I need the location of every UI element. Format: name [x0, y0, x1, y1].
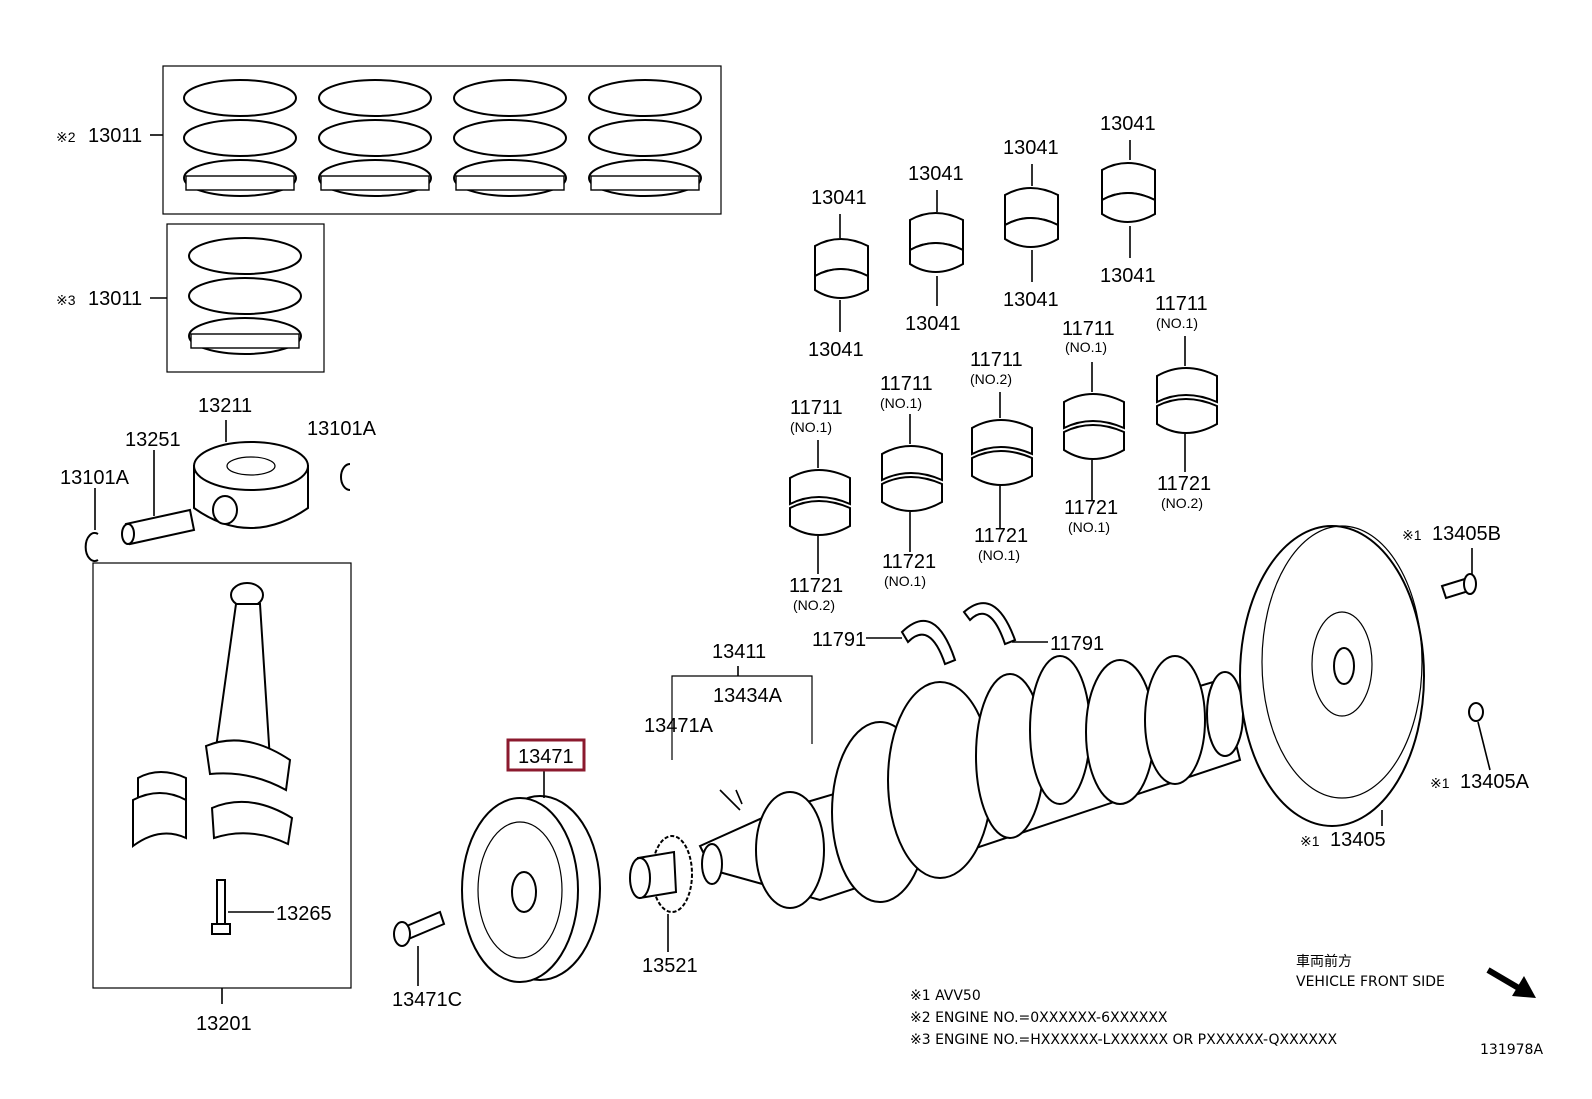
label-11711-4-no: (NO.1): [1065, 339, 1107, 355]
label-11721-3-no: (NO.1): [978, 547, 1020, 563]
note-1: ※1 AVV50: [910, 988, 981, 1004]
label-11711-3-no: (NO.2): [970, 371, 1012, 387]
mark-2: ※2: [56, 129, 76, 145]
label-13041-3a[interactable]: 13041: [1003, 137, 1059, 159]
mark-1-flywheel: ※1: [1300, 833, 1320, 849]
flywheel-bolt[interactable]: [1440, 548, 1477, 600]
main-bearings[interactable]: [789, 336, 1218, 574]
label-13405[interactable]: 13405: [1330, 829, 1386, 851]
label-13211[interactable]: 13211: [198, 395, 252, 417]
label-11711-5-no: (NO.1): [1156, 315, 1198, 331]
label-13041-3b[interactable]: 13041: [1003, 289, 1059, 311]
label-11711-1-no: (NO.1): [790, 419, 832, 435]
label-11711-5[interactable]: 11711: [1155, 293, 1208, 315]
label-13405B[interactable]: 13405B: [1432, 523, 1501, 545]
pulley-bolt[interactable]: [393, 910, 446, 986]
flywheel-pin[interactable]: [1468, 702, 1491, 771]
label-11721-2[interactable]: 11721: [882, 551, 936, 573]
direction-jp: 車両前方: [1296, 953, 1352, 970]
rod-bearings[interactable]: [814, 140, 1156, 332]
piston-rings-set-2[interactable]: [150, 65, 722, 215]
crankshaft[interactable]: [671, 655, 1244, 909]
label-11791-right[interactable]: 11791: [1050, 633, 1104, 655]
label-11711-3[interactable]: 11711: [970, 349, 1023, 371]
piston[interactable]: [193, 420, 309, 529]
label-13405A[interactable]: 13405A: [1460, 771, 1530, 793]
label-13471C[interactable]: 13471C: [392, 989, 462, 1011]
label-13041-1b[interactable]: 13041: [808, 339, 864, 361]
label-11721-2-no: (NO.1): [884, 573, 926, 589]
label-13041-4a[interactable]: 13041: [1100, 113, 1156, 135]
label-13101A-left[interactable]: 13101A: [60, 467, 130, 489]
label-11721-3[interactable]: 11721: [974, 525, 1028, 547]
label-13201[interactable]: 13201: [196, 1013, 252, 1035]
label-13434A[interactable]: 13434A: [713, 685, 783, 707]
note-3: ※3 ENGINE NO.=HXXXXXX-LXXXXXX OR PXXXXXX…: [910, 1032, 1338, 1048]
thrust-washers[interactable]: [866, 602, 1048, 666]
diagram-code: 131978A: [1480, 1042, 1543, 1058]
piston-rings-set-3[interactable]: [150, 223, 325, 373]
label-11721-5[interactable]: 11721: [1157, 473, 1211, 495]
label-11721-1-no: (NO.2): [793, 597, 835, 613]
label-13265[interactable]: 13265: [276, 903, 332, 925]
label-11721-1[interactable]: 11721: [789, 575, 843, 597]
label-11711-2-no: (NO.1): [880, 395, 922, 411]
label-13041-1a[interactable]: 13041: [811, 187, 867, 209]
label-13471[interactable]: 13471: [518, 746, 574, 768]
arrow-down-right-icon: [1486, 967, 1536, 998]
label-13521[interactable]: 13521: [642, 955, 698, 977]
crankshaft-pulley[interactable]: [461, 770, 601, 983]
mark-1-bolt: ※1: [1402, 527, 1422, 543]
label-11711-2[interactable]: 11711: [880, 373, 933, 395]
connecting-rod-assembly[interactable]: [92, 562, 352, 1004]
highlight-box: [506, 738, 586, 772]
flywheel[interactable]: [1239, 525, 1425, 827]
mark-3: ※3: [56, 292, 76, 308]
label-13101A-right[interactable]: 13101A: [307, 418, 377, 440]
label-11791-left[interactable]: 11791: [812, 629, 866, 651]
label-13471A[interactable]: 13471A: [644, 715, 714, 737]
snap-ring-right[interactable]: [340, 463, 351, 491]
label-13251[interactable]: 13251: [125, 429, 181, 451]
mark-1-pin: ※1: [1430, 775, 1450, 791]
direction-en: VEHICLE FRONT SIDE: [1296, 974, 1445, 990]
piston-pin[interactable]: [121, 450, 196, 546]
label-11711-4[interactable]: 11711: [1062, 318, 1115, 340]
label-13411[interactable]: 13411: [712, 641, 766, 663]
label-11721-4-no: (NO.1): [1068, 519, 1110, 535]
label-11721-5-no: (NO.2): [1161, 495, 1203, 511]
crank-timing-sprocket[interactable]: [629, 835, 693, 952]
label-13041-2b[interactable]: 13041: [905, 313, 961, 335]
note-2: ※2 ENGINE NO.=0XXXXXX-6XXXXXX: [910, 1010, 1168, 1026]
label-11711-1[interactable]: 11711: [790, 397, 843, 419]
label-13041-4b[interactable]: 13041: [1100, 265, 1156, 287]
snap-ring-left[interactable]: [84, 488, 99, 562]
label-13011-set2[interactable]: 13011: [88, 125, 142, 147]
label-13041-2a[interactable]: 13041: [908, 163, 964, 185]
label-11721-4[interactable]: 11721: [1064, 497, 1118, 519]
label-13011-set3[interactable]: 13011: [88, 288, 142, 310]
